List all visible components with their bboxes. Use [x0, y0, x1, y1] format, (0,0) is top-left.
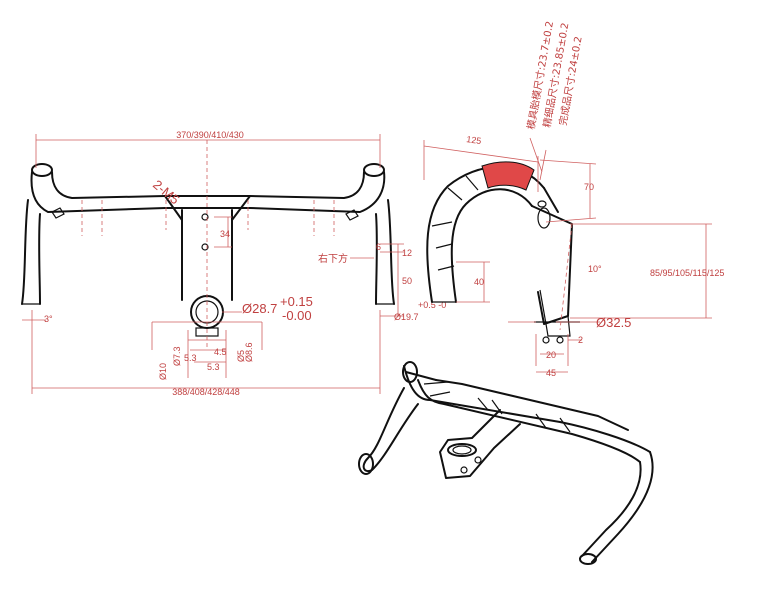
clamp-tolerance-minus: -0.00: [282, 308, 312, 323]
drop-label: 70: [584, 182, 594, 192]
dim-phi10: Ø10: [158, 363, 168, 380]
dim-50: 50: [402, 276, 412, 286]
dim-40: 40: [474, 277, 484, 287]
bottom-width-label: 388/408/428/448: [172, 387, 240, 397]
dim-2: 2: [578, 335, 583, 345]
side-view: 125 70 40 10° 85/95/105/115/125 Ø32.5 20…: [423, 20, 724, 378]
angle-10-label: 10°: [588, 264, 602, 274]
bolt-spacing-label: 34: [220, 229, 230, 239]
dim-12: 12: [402, 248, 412, 258]
dim-20: 20: [546, 350, 556, 360]
dim-phi73: Ø7.3: [172, 346, 182, 366]
isometric-view: [358, 361, 654, 565]
dim-53b: 5.3: [207, 362, 220, 372]
front-view: 370/390/410/430 388/408/428/448 2-M5 34 …: [21, 130, 446, 397]
dim-53a: 5.3: [184, 353, 197, 363]
clamp-tolerance-plus: +0.15: [280, 294, 313, 309]
clamp-diameter-label: Ø28.7: [242, 301, 277, 316]
dim-45-side: 45: [546, 368, 556, 378]
side-handlebar-outline: [426, 161, 580, 337]
dim-45: 4.5: [214, 347, 227, 357]
top-width-label: 370/390/410/430: [176, 130, 244, 140]
drop-side-label: 右下方: [318, 252, 348, 265]
angle-3-label: 3°: [44, 314, 53, 324]
dim-phi86: Ø8.6: [244, 342, 254, 362]
highlight-section: [481, 161, 535, 191]
dim-6: 6: [376, 242, 381, 252]
stem-lengths-label: 85/95/105/115/125: [650, 268, 724, 278]
steerer-diameter-label: Ø32.5: [596, 315, 631, 330]
front-handlebar-outline: [21, 140, 395, 350]
dim-phi5: Ø5: [236, 350, 246, 362]
hole-tolerance-label: +0.5 -0: [418, 300, 446, 310]
hole-diameter-label: Ø19.7: [394, 312, 419, 322]
reach-label: 125: [466, 134, 482, 146]
iso-handlebar-outline: [358, 361, 654, 565]
